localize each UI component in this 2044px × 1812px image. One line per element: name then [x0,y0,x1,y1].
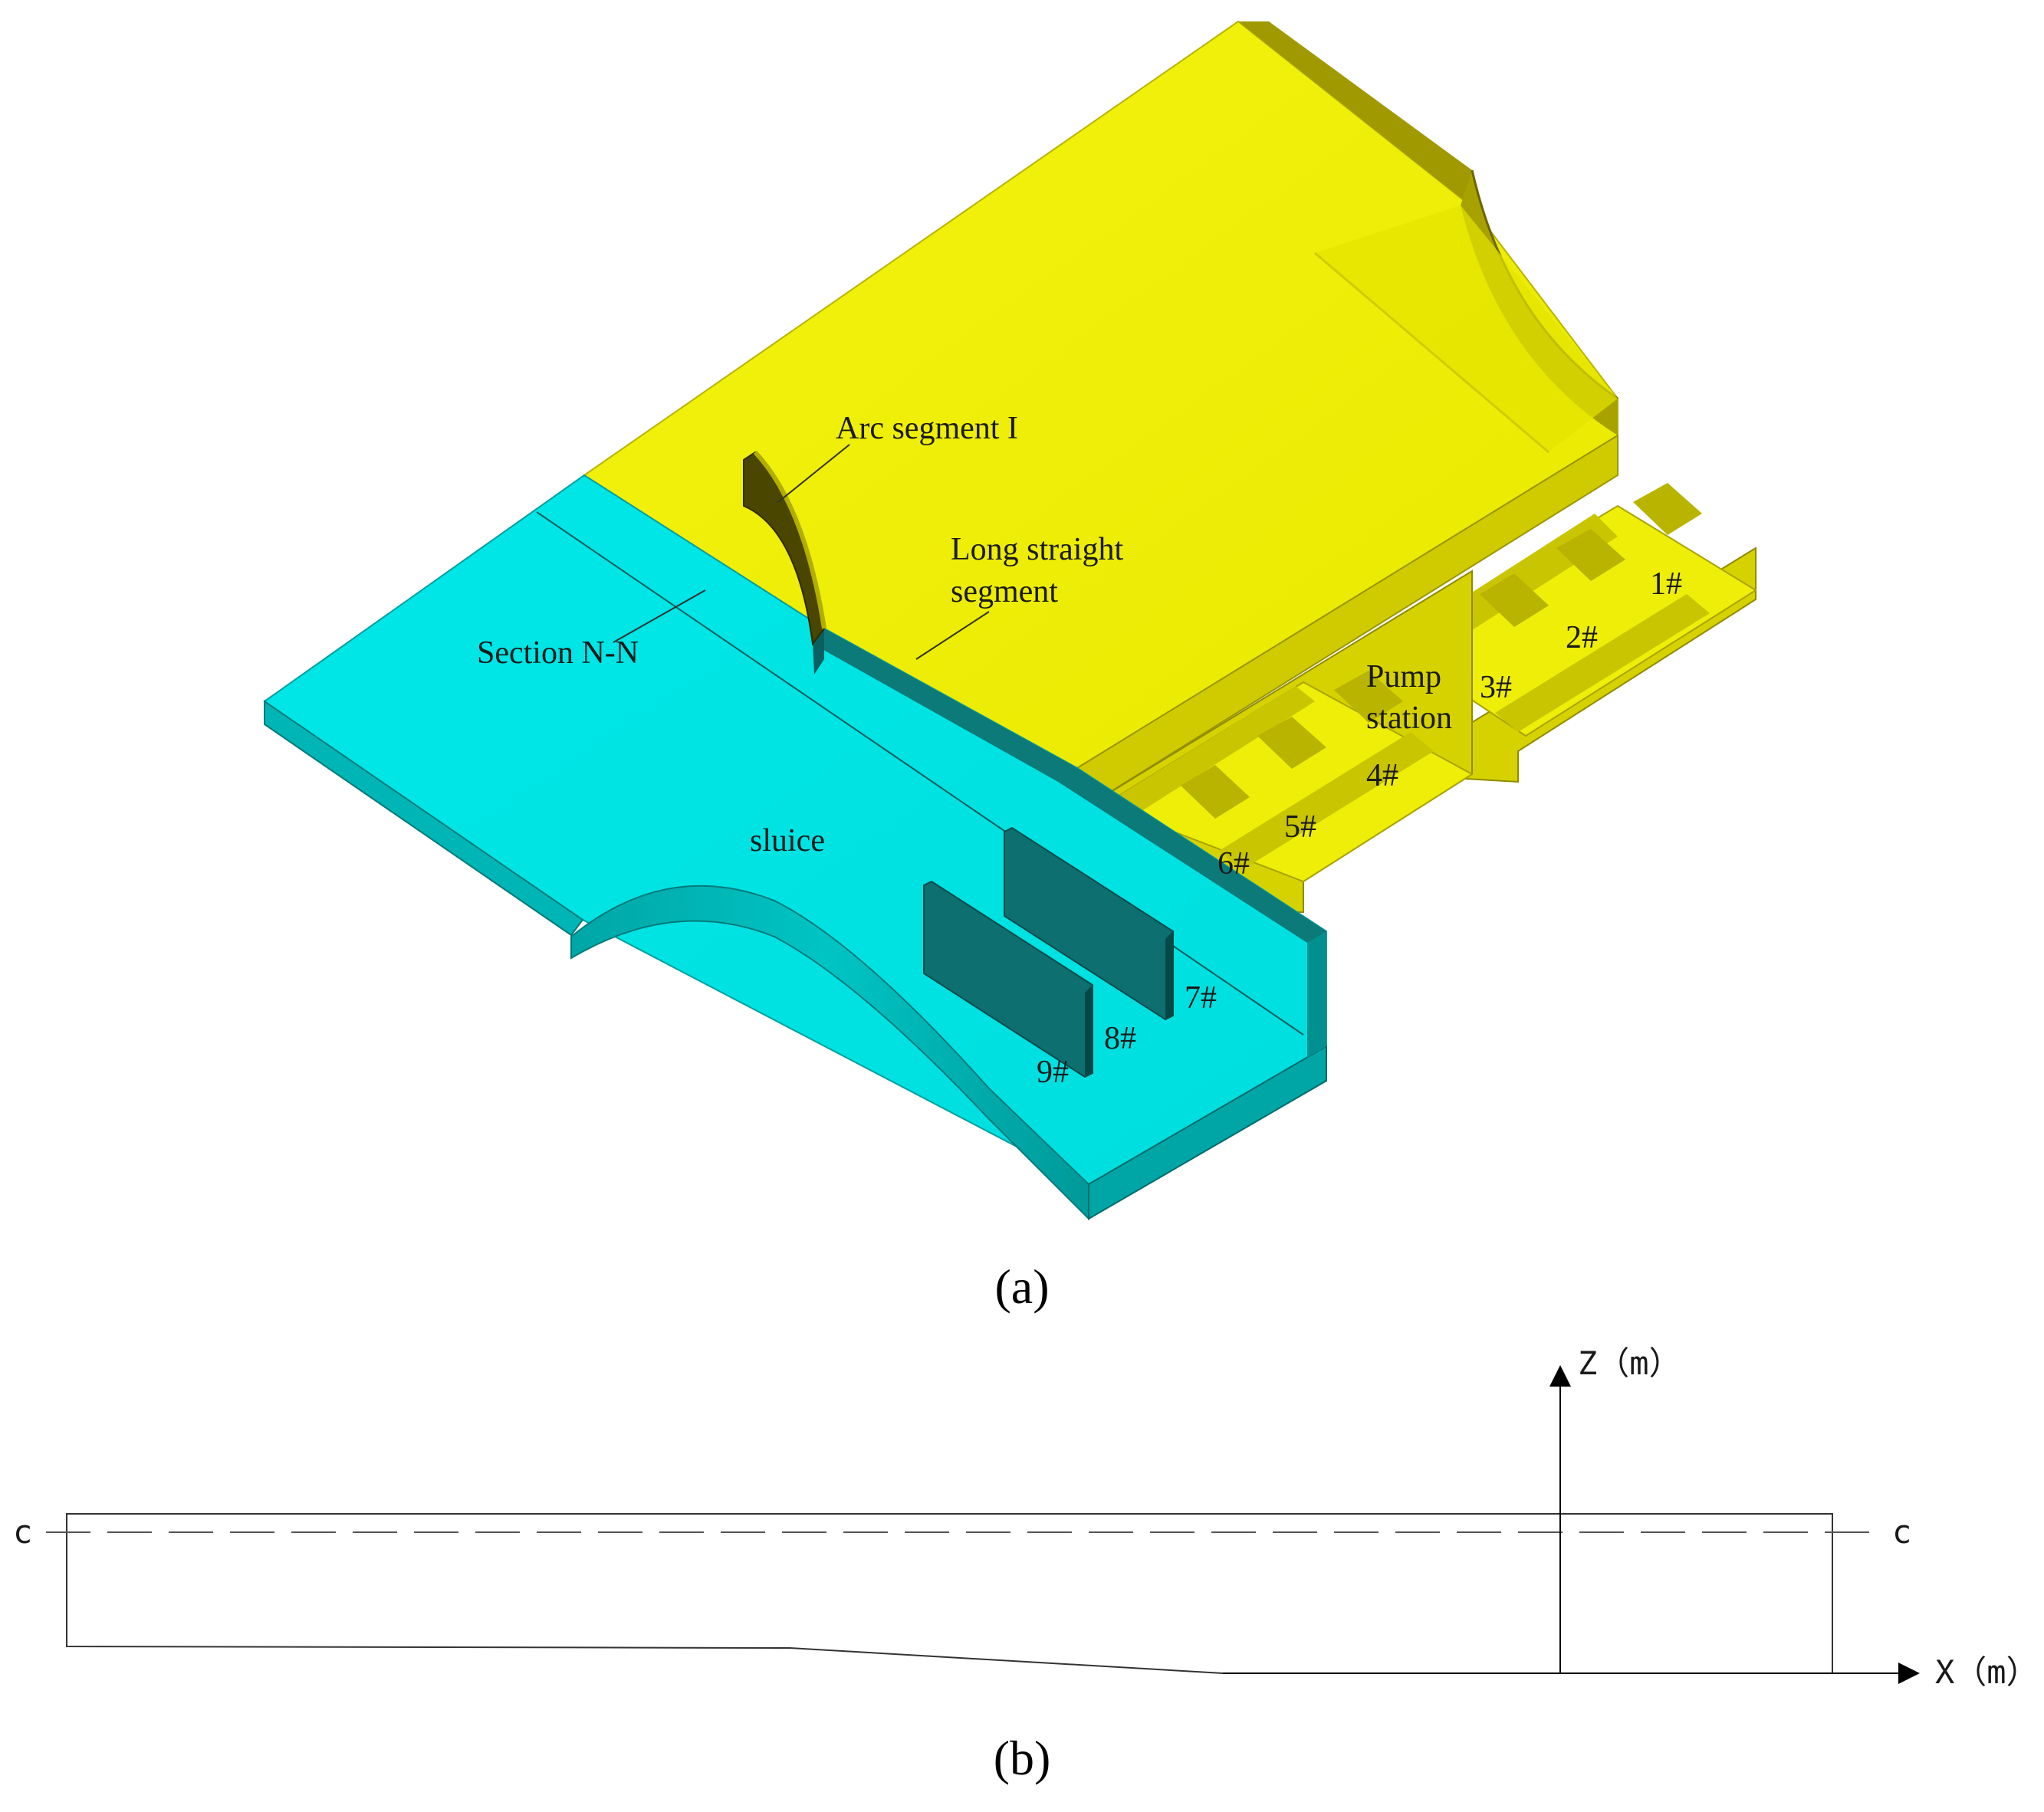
label-c-right: c [1892,1513,1911,1551]
caption-a: (a) [994,1259,1049,1314]
leader-arc-segment [777,444,850,503]
pump-units [1076,483,1757,913]
gate-piers [923,826,1174,1078]
divider-wall [813,629,1326,943]
label-pump-1: Pump [1366,659,1441,694]
label-arc-segment: Arc segment I [836,411,1018,446]
label-c-left: c [13,1513,32,1551]
forebay-slope [1315,205,1618,452]
label-long-straight-1: Long straight [951,532,1123,567]
label-section: Section N-N [477,635,639,671]
label-unit-1: 1# [1650,566,1682,602]
figure-a-3d-model: Arc segment I Long straight segment Sect… [263,20,1757,1221]
label-unit-5: 5# [1284,809,1316,845]
caption-b: (b) [994,1731,1051,1785]
label-sluice: sluice [750,823,825,858]
label-unit-6: 6# [1218,846,1250,881]
figure-b-elevation: c c Z（m） X（m） [13,1344,2039,1691]
label-pump-2: station [1366,701,1452,736]
forebay-back-wall [1238,21,1472,207]
sluice-left-slab [264,700,584,937]
label-unit-9: 9# [1037,1055,1069,1090]
label-unit-4: 4# [1366,758,1398,793]
label-unit-8: 8# [1104,1021,1136,1056]
x-axis-label: X（m） [1935,1653,2039,1691]
section-line [536,511,1304,1036]
sluice-right-wall [1088,1045,1327,1220]
leader-long-straight [915,611,990,660]
z-axis-label: Z（m） [1578,1344,1681,1382]
label-unit-3: 3# [1480,670,1512,705]
label-unit-2: 2# [1566,620,1598,655]
label-unit-7: 7# [1185,980,1217,1016]
leader-section [613,589,706,643]
label-long-straight-2: segment [951,574,1058,609]
channel-profile [66,1513,1833,1674]
